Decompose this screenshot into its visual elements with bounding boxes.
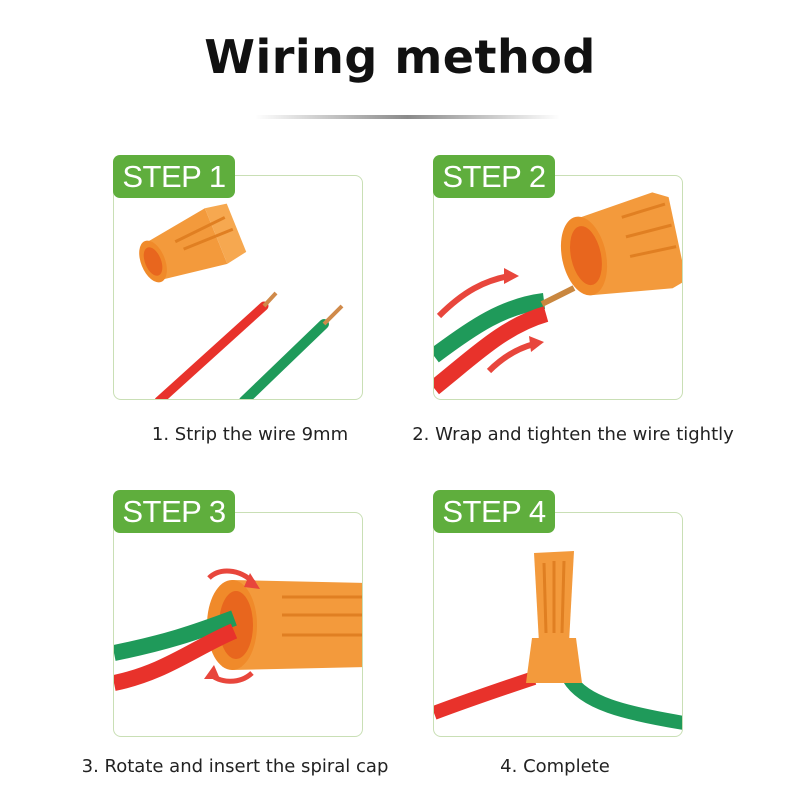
- page-title: Wiring method: [204, 30, 596, 84]
- step-4-photo: [434, 551, 682, 730]
- step-1-photo: [139, 203, 344, 399]
- green-wire: [114, 610, 237, 661]
- green-wire: [563, 673, 682, 730]
- step-1-panel: [113, 175, 363, 400]
- step-1-label: STEP 1: [113, 155, 235, 198]
- wire-connector-cap: [526, 551, 582, 683]
- step-2-label: STEP 2: [433, 155, 555, 198]
- step-2-panel: [433, 175, 683, 400]
- step-3-label: STEP 3: [113, 490, 235, 533]
- wire-connector-cap: [139, 203, 247, 283]
- step-3-photo: [114, 568, 362, 691]
- green-wire: [239, 319, 329, 399]
- step-3-panel: [113, 512, 363, 737]
- step-4-label: STEP 4: [433, 490, 555, 533]
- step-2-photo: [434, 192, 682, 395]
- red-wire: [154, 301, 269, 399]
- red-wire: [434, 671, 537, 720]
- arrow-top: [436, 273, 510, 319]
- wire-connector-cap: [560, 192, 682, 296]
- red-wire: [434, 306, 549, 395]
- green-wire: [434, 293, 546, 363]
- title-divider: [255, 115, 560, 119]
- red-wire: [114, 623, 238, 691]
- step-1-caption: 1. Strip the wire 9mm: [151, 424, 349, 445]
- step-2-caption: 2. Wrap and tighten the wire tightly: [412, 424, 734, 445]
- step-4-panel: [433, 512, 683, 737]
- step-3-caption: 3. Rotate and insert the spiral cap: [81, 756, 389, 777]
- step-4-caption: 4. Complete: [500, 756, 610, 777]
